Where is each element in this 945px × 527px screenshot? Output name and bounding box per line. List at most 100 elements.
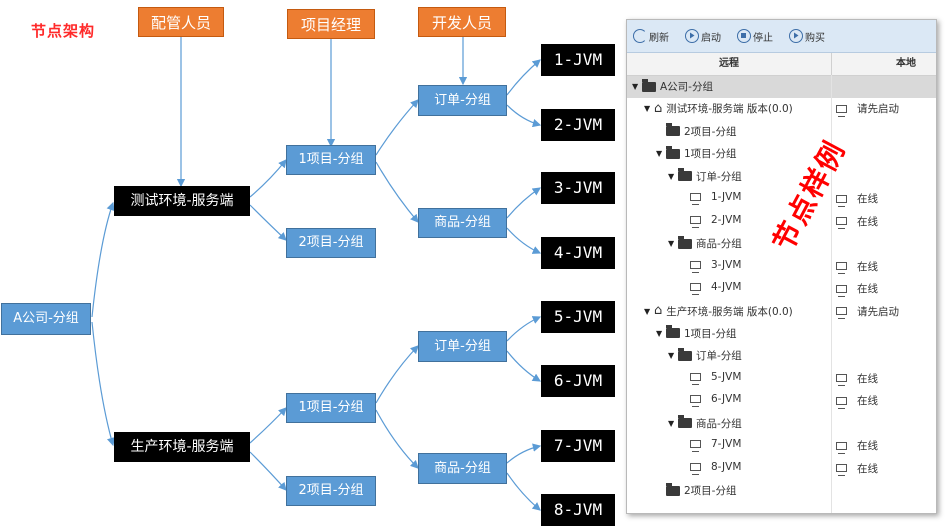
node-jvm-3: 3-JVM (541, 172, 615, 204)
expand-arrow-icon[interactable]: ▼ (656, 149, 663, 159)
tree-row[interactable]: ▼ 1项目-分组 (627, 143, 936, 165)
panel-toolbar: 刷新 启动 停止 购买 (627, 20, 936, 53)
node-test-goods: 商品-分组 (418, 208, 507, 238)
computer-icon (690, 260, 701, 273)
computer-icon (690, 372, 701, 385)
tree-node-label: 2项目-分组 (684, 485, 737, 498)
node-env-prod: 生产环境-服务端 (114, 432, 250, 462)
server-home-icon: ⌂ (654, 100, 663, 116)
tree-node-label: 5-JVM (711, 370, 742, 383)
buy-button[interactable]: 购买 (789, 29, 825, 44)
folder-icon (678, 347, 692, 361)
tree-node-label: 3-JVM (711, 258, 742, 271)
expand-arrow-icon[interactable]: ▼ (668, 351, 675, 361)
tree-node: 2项目-分组 (656, 123, 736, 139)
tree-node: 5-JVM (680, 370, 742, 385)
stop-label: 停止 (753, 32, 773, 44)
tree-node-label: 生产环境-服务端 版本(0.0) (666, 305, 793, 318)
node-test-proj1: 1项目-分组 (286, 145, 376, 175)
tree-node-label: 商品-分组 (696, 417, 742, 430)
tree-node-label: 1项目-分组 (684, 148, 737, 161)
expand-arrow-icon[interactable]: ▼ (668, 171, 675, 181)
local-status: 在线 (836, 371, 878, 387)
expand-arrow-icon[interactable]: ▼ (632, 82, 639, 91)
computer-icon (836, 104, 847, 117)
diagram-title: 节点架构 (31, 22, 96, 40)
node-jvm-1: 1-JVM (541, 44, 615, 76)
computer-icon (836, 194, 847, 207)
tree-node-label: 1项目-分组 (684, 327, 737, 340)
computer-icon (690, 215, 701, 228)
local-status: 在线 (836, 281, 878, 297)
tree-row[interactable]: ▼⌂生产环境-服务端 版本(0.0) 请先启动 (627, 301, 936, 323)
node-prod-proj2: 2项目-分组 (286, 476, 376, 506)
tree-node: ▼⌂生产环境-服务端 版本(0.0) (644, 304, 793, 319)
tree-row[interactable]: 1-JVM 在线 (627, 188, 936, 210)
tree-node: 3-JVM (680, 258, 742, 273)
node-jvm-8: 8-JVM (541, 494, 615, 526)
node-example-panel: 刷新 启动 停止 购买 远程 本地 ▼A公司-分组▼⌂测试环境-服务端 版本(0… (626, 19, 937, 514)
node-jvm-5: 5-JVM (541, 301, 615, 333)
col-local: 本地 (896, 58, 916, 69)
node-root-company: A公司-分组 (1, 303, 91, 335)
expand-arrow-icon[interactable]: ▼ (668, 239, 675, 249)
computer-icon (836, 284, 847, 297)
tree-row[interactable]: 2-JVM 在线 (627, 211, 936, 233)
expand-arrow-icon[interactable]: ▼ (668, 418, 675, 428)
expand-arrow-icon[interactable]: ▼ (656, 328, 663, 338)
role-project-manager: 项目经理 (287, 9, 375, 39)
stop-button[interactable]: 停止 (737, 29, 773, 44)
tree-row[interactable]: ▼ 商品-分组 (627, 413, 936, 435)
node-test-proj2: 2项目-分组 (286, 228, 376, 258)
tree-row[interactable]: 2项目-分组 (627, 121, 936, 143)
tree-node: 6-JVM (680, 393, 741, 408)
start-button[interactable]: 启动 (685, 29, 721, 44)
computer-icon (836, 262, 847, 275)
tree-row[interactable]: ▼ 1项目-分组 (627, 323, 936, 345)
folder-icon (642, 78, 656, 92)
tree-row[interactable]: ▼订单-分组 (627, 345, 936, 367)
column-divider (831, 75, 832, 513)
computer-icon (836, 396, 847, 409)
col-remote: 远程 (627, 53, 832, 75)
status-label: 请先启动 (857, 305, 899, 318)
tree-row[interactable]: 5-JVM 在线 (627, 368, 936, 390)
start-label: 启动 (701, 32, 721, 44)
local-status: 在线 (836, 191, 878, 207)
local-status: 请先启动 (836, 304, 899, 319)
node-prod-order: 订单-分组 (418, 331, 507, 362)
tree-row[interactable]: 4-JVM 在线 (627, 278, 936, 300)
status-label: 在线 (857, 215, 878, 228)
tree-node: ▼A公司-分组 (632, 78, 713, 94)
expand-arrow-icon[interactable]: ▼ (644, 104, 651, 114)
tree-node: 2项目-分组 (656, 482, 737, 498)
tree-node-label: 测试环境-服务端 版本(0.0) (666, 103, 793, 116)
computer-icon (690, 193, 701, 206)
play-icon (685, 29, 699, 43)
folder-icon (678, 235, 692, 249)
tree-node-label: 4-JVM (711, 281, 742, 294)
tree-row[interactable]: ▼A公司-分组 (627, 76, 936, 98)
expand-arrow-icon[interactable]: ▼ (644, 306, 651, 316)
local-status: 在线 (836, 259, 878, 275)
local-status: 在线 (836, 214, 878, 230)
tree-row[interactable]: 3-JVM 在线 (627, 256, 936, 278)
refresh-button[interactable]: 刷新 (633, 29, 669, 44)
tree-row[interactable]: ▼商品-分组 (627, 233, 936, 255)
tree-node: 1-JVM (680, 191, 741, 206)
node-jvm-2: 2-JVM (541, 109, 615, 141)
status-label: 在线 (857, 283, 878, 296)
role-config-manager: 配管人员 (138, 7, 224, 37)
tree-node-label: 2-JVM (711, 213, 742, 226)
tree-row[interactable]: ▼订单-分组 (627, 166, 936, 188)
tree-node: 7-JVM (680, 438, 741, 453)
tree-row[interactable]: ▼⌂测试环境-服务端 版本(0.0)请先启动 (627, 98, 936, 120)
tree-row[interactable]: 2项目-分组 (627, 480, 936, 502)
folder-icon (666, 145, 680, 159)
computer-icon (690, 283, 701, 296)
node-test-order: 订单-分组 (418, 85, 507, 116)
